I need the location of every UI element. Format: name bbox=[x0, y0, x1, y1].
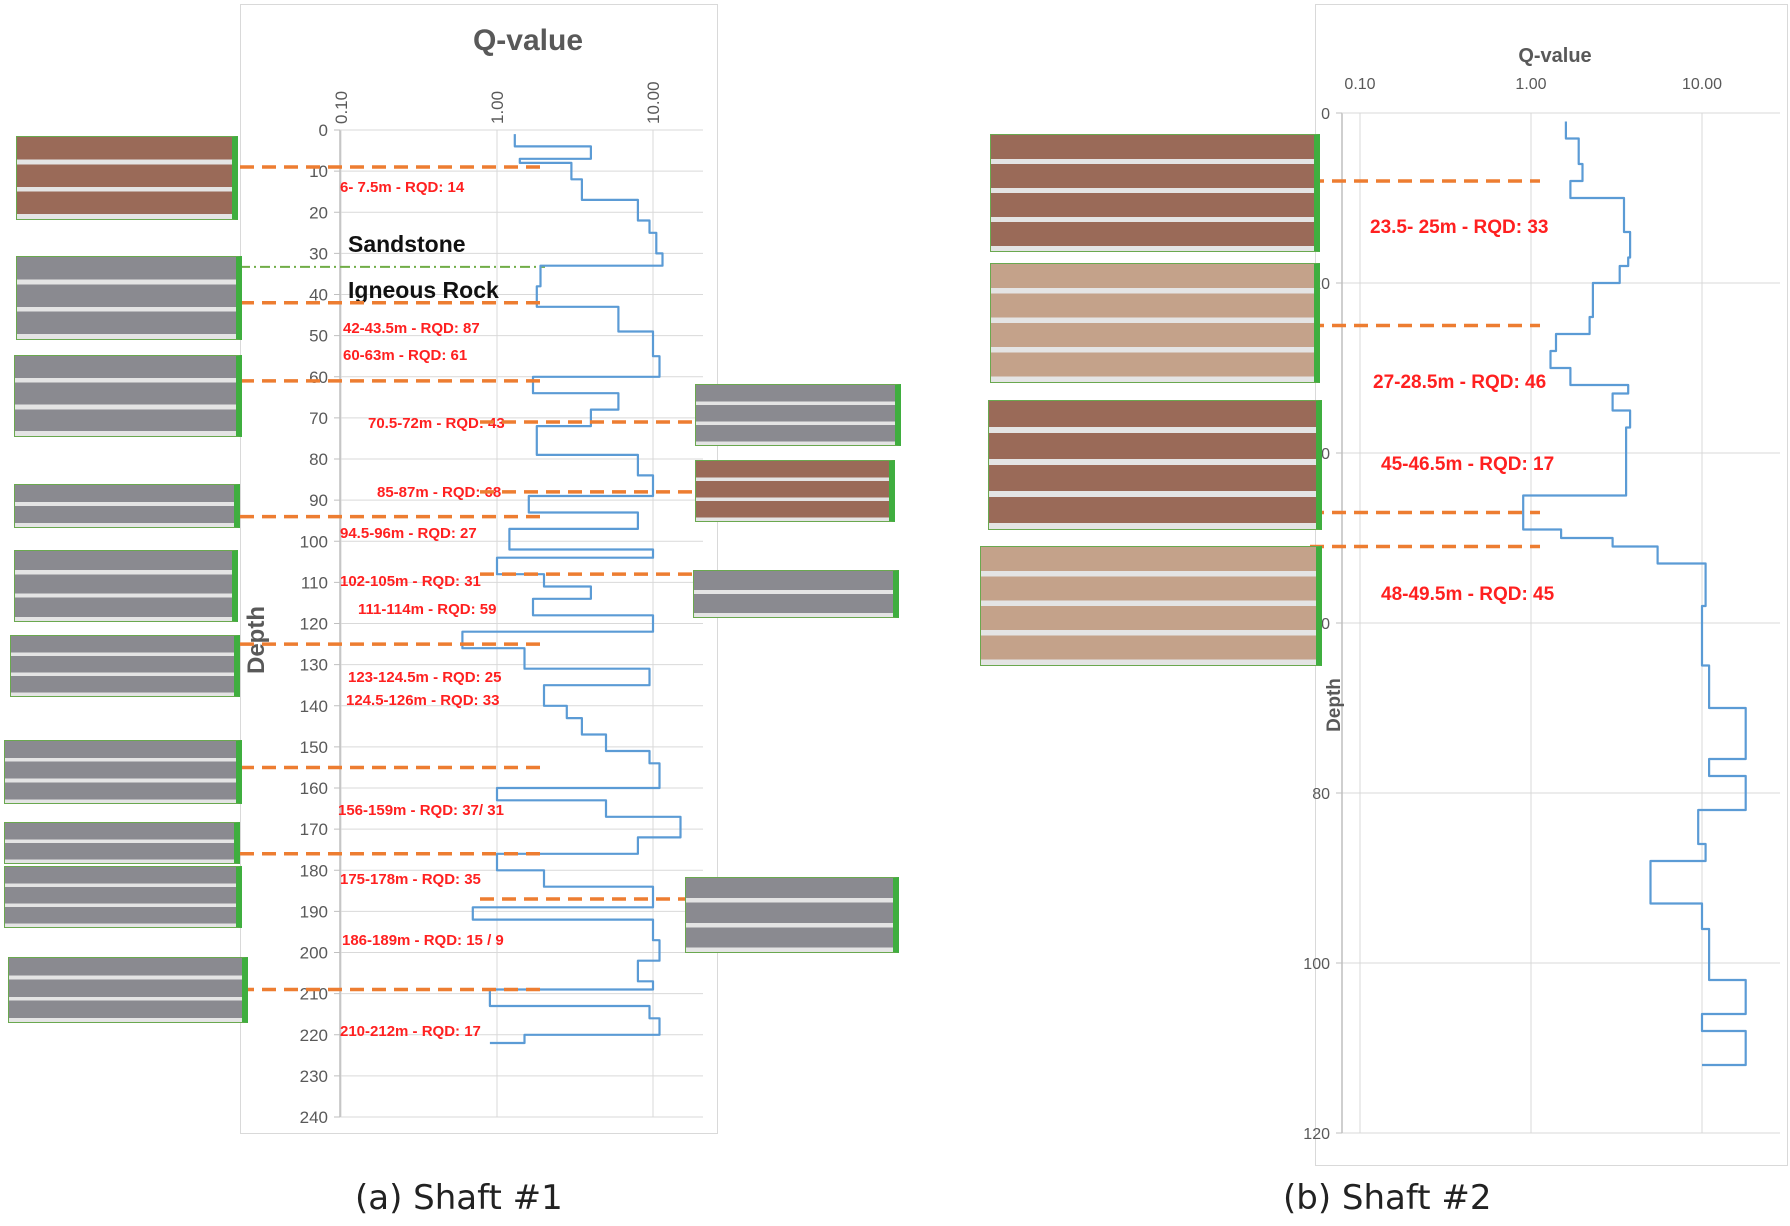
y-tick-label: 170 bbox=[300, 820, 328, 839]
y-tick-label: 220 bbox=[300, 1026, 328, 1045]
rqd-annotation: 111-114m - RQD: 59 bbox=[358, 601, 496, 618]
chart-title: Q-value bbox=[473, 24, 583, 57]
rqd-annotation: 6- 7.5m - RQD: 14 bbox=[340, 179, 465, 196]
core-photo bbox=[8, 957, 248, 1023]
rqd-annotation: 48-49.5m - RQD: 45 bbox=[1381, 584, 1555, 605]
rqd-annotation: 175-178m - RQD: 35 bbox=[340, 871, 481, 888]
x-tick-label: 1.00 bbox=[488, 91, 507, 124]
caption-shaft-1: (a) Shaft #1 bbox=[355, 1178, 563, 1218]
y-axis-label: Depth bbox=[243, 606, 270, 674]
y-tick-label: 10 bbox=[309, 162, 328, 181]
caption-shaft-2: (b) Shaft #2 bbox=[1283, 1178, 1492, 1218]
core-photo bbox=[4, 822, 240, 864]
rqd-annotation: 210-212m - RQD: 17 bbox=[340, 1023, 481, 1040]
y-tick-label: 180 bbox=[300, 861, 328, 880]
rqd-annotation: 70.5-72m - RQD: 43 bbox=[368, 415, 505, 432]
y-tick-label: 100 bbox=[1303, 956, 1330, 973]
rqd-annotation: 186-189m - RQD: 15 / 9 bbox=[342, 932, 504, 949]
y-tick-label: 0 bbox=[319, 121, 328, 140]
core-photo bbox=[990, 134, 1320, 252]
core-photo bbox=[980, 546, 1322, 666]
y-tick-label: 70 bbox=[309, 409, 328, 428]
y-tick-label: 150 bbox=[300, 738, 328, 757]
rqd-annotation: 45-46.5m - RQD: 17 bbox=[1381, 454, 1554, 475]
core-photo bbox=[10, 635, 240, 697]
y-tick-label: 120 bbox=[1303, 1126, 1330, 1143]
y-tick-label: 120 bbox=[300, 615, 328, 634]
x-tick-label: 1.00 bbox=[1515, 76, 1546, 93]
y-tick-label: 210 bbox=[300, 985, 328, 1004]
y-tick-label: 80 bbox=[1312, 786, 1330, 803]
core-photo bbox=[990, 263, 1320, 383]
q-value-series-line bbox=[1522, 121, 1747, 1067]
y-tick-label: 0 bbox=[1321, 106, 1330, 123]
rqd-annotation: 23.5- 25m - RQD: 33 bbox=[1370, 217, 1548, 238]
y-tick-label: 60 bbox=[309, 368, 328, 387]
chart-a: 0 10 20 30 40 50 60 70 80 90 100 110 120 130 140 150 160… bbox=[240, 24, 703, 1127]
chart-b: 0204060801001200.101.0010.00Q-valueDepth… bbox=[1303, 45, 1780, 1143]
x-tick-label: 0.10 bbox=[1344, 76, 1375, 93]
rqd-annotation: 123-124.5m - RQD: 25 bbox=[348, 669, 501, 686]
x-tick-label: 10.00 bbox=[644, 81, 663, 124]
rqd-annotation: 27-28.5m - RQD: 46 bbox=[1373, 372, 1546, 393]
layer-label-igneous-rock: Igneous Rock bbox=[348, 277, 499, 303]
y-tick-label: 80 bbox=[309, 450, 328, 469]
core-photo bbox=[685, 877, 899, 953]
rqd-annotation: 85-87m - RQD: 68 bbox=[377, 484, 501, 501]
y-tick-label: 200 bbox=[300, 944, 328, 963]
y-tick-label: 40 bbox=[309, 286, 328, 305]
y-axis-label: Depth bbox=[1324, 678, 1345, 732]
y-tick-label: 230 bbox=[300, 1067, 328, 1086]
rqd-annotation: 42-43.5m - RQD: 87 bbox=[343, 320, 480, 337]
y-tick-label: 30 bbox=[309, 244, 328, 263]
core-photo bbox=[988, 400, 1322, 530]
core-photo bbox=[695, 460, 895, 522]
y-tick-label: 50 bbox=[309, 327, 328, 346]
core-photo bbox=[4, 740, 242, 804]
y-tick-label: 110 bbox=[301, 573, 328, 592]
rqd-annotation: 102-105m - RQD: 31 bbox=[340, 573, 481, 590]
y-tick-label: 190 bbox=[300, 902, 328, 921]
rqd-annotation: 94.5-96m - RQD: 27 bbox=[340, 525, 477, 542]
y-tick-label: 100 bbox=[300, 532, 328, 551]
x-tick-label: 0.10 bbox=[332, 91, 351, 124]
y-tick-label: 240 bbox=[300, 1108, 328, 1127]
y-tick-label: 130 bbox=[300, 656, 328, 675]
rqd-annotation: 124.5-126m - RQD: 33 bbox=[346, 692, 499, 709]
core-photo bbox=[16, 136, 238, 220]
core-photo bbox=[4, 866, 242, 928]
rqd-annotation: 60-63m - RQD: 61 bbox=[343, 347, 467, 364]
x-tick-label: 10.00 bbox=[1682, 76, 1722, 93]
panel-shaft-1 bbox=[240, 4, 718, 1134]
rqd-annotation: 156-159m - RQD: 37/ 31 bbox=[338, 802, 504, 819]
y-tick-label: 140 bbox=[300, 697, 328, 716]
y-tick-label: 160 bbox=[300, 779, 328, 798]
core-photo bbox=[693, 570, 899, 618]
q-value-series-line bbox=[461, 134, 682, 1045]
layer-label-sandstone: Sandstone bbox=[348, 231, 466, 257]
core-photo bbox=[14, 484, 240, 528]
core-photo bbox=[16, 256, 242, 340]
y-tick-label: 20 bbox=[309, 203, 328, 222]
core-photo bbox=[14, 355, 242, 437]
y-tick-label: 90 bbox=[309, 491, 328, 510]
core-photo bbox=[14, 550, 238, 622]
chart-title: Q-value bbox=[1518, 45, 1591, 67]
core-photo bbox=[695, 384, 901, 446]
